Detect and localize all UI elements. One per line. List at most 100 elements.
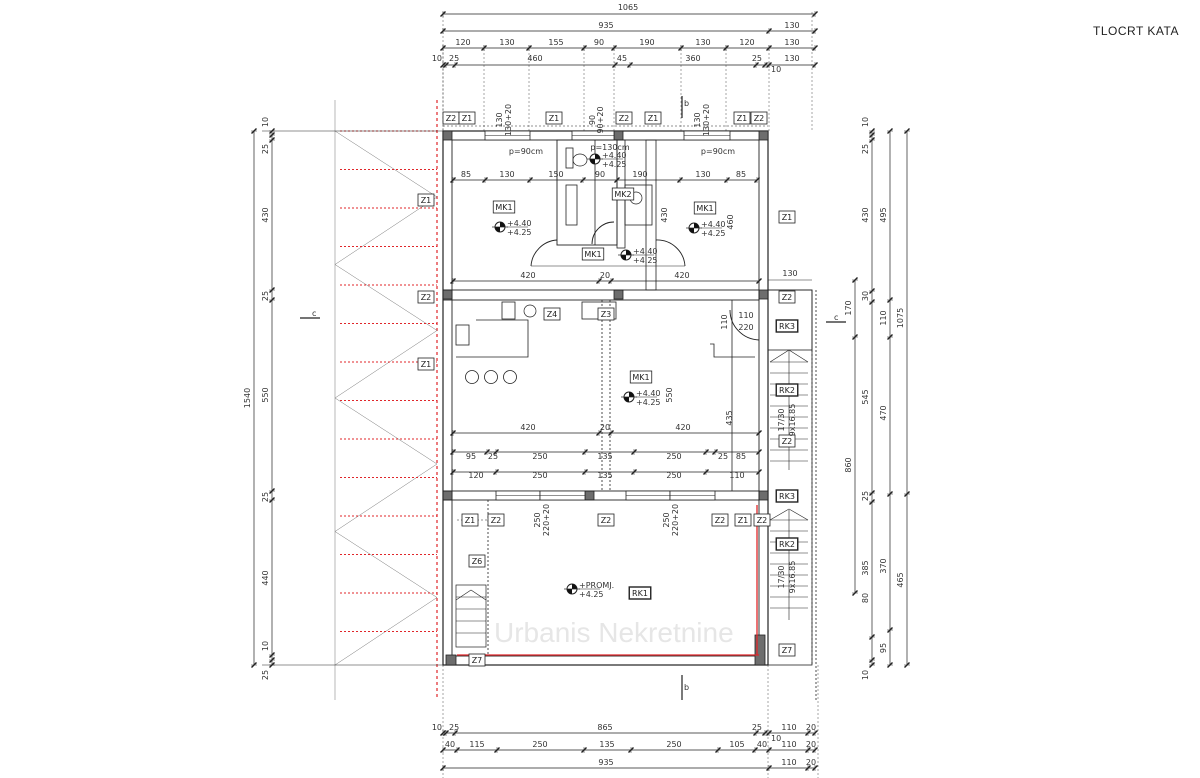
dimension-label: 860 <box>844 457 853 472</box>
stair-annex <box>767 289 813 666</box>
room-tag: Z7 <box>782 646 793 655</box>
watermark: Urbanis Nekretnine <box>494 617 734 648</box>
dimension-label: 190 <box>639 38 654 47</box>
dimension-label: 250 <box>666 471 681 480</box>
elevation-top-label: +4.40 <box>507 219 532 228</box>
dimension-label: 10 <box>261 117 270 127</box>
dimension-label: 130 <box>784 21 799 30</box>
room-tag-box <box>778 643 796 657</box>
room-tag: MK1 <box>495 203 512 212</box>
door-swing <box>591 221 615 245</box>
dimension-label: 25 <box>861 144 870 154</box>
room-tag: RK1 <box>632 589 648 598</box>
room-tag: Z1 <box>465 516 476 525</box>
room-tag-box <box>778 434 796 448</box>
dimension-label: 430 <box>261 207 270 222</box>
room-tag: Z2 <box>619 114 630 123</box>
dimension-label: 865 <box>597 723 612 732</box>
dimension-label: 385 <box>861 560 870 575</box>
dimension-label: 1065 <box>618 3 638 12</box>
window-label: 90+20 <box>596 106 605 133</box>
window-label: 250 <box>662 512 671 527</box>
wall-mid-upper <box>442 289 760 301</box>
dimension-label: 25 <box>261 670 270 680</box>
dimension-label: 25 <box>261 144 270 154</box>
terrace-hatch <box>334 531 438 598</box>
dimension-label: 170 <box>844 300 853 315</box>
section-mark-label: c <box>312 309 316 318</box>
section-mark-label: b <box>684 99 689 108</box>
dimension-label: 420 <box>520 423 535 432</box>
kitchen-sink <box>501 301 516 320</box>
dimension-label: 130 <box>695 170 710 179</box>
dimension-label: 935 <box>598 758 613 767</box>
dimension-label: 430 <box>861 207 870 222</box>
room-tag-box <box>693 201 717 215</box>
stair-arrow <box>470 589 487 601</box>
terrace-hatch <box>334 463 438 532</box>
dimension-label: 105 <box>729 740 744 749</box>
room-tag: RK3 <box>779 322 795 331</box>
dimension-label: 120 <box>455 38 470 47</box>
room-tag: Z1 <box>421 360 432 369</box>
room-tag-box <box>543 307 561 321</box>
wardrobe <box>710 343 755 358</box>
column <box>442 130 453 141</box>
drawing-title: TLOCRT KATA <box>1093 24 1179 38</box>
parapet-height-label: p=90cm <box>509 147 543 156</box>
dimension-label: 110 <box>720 314 729 329</box>
dimension-label: 30 <box>861 291 870 301</box>
dimension-label: 10 <box>432 723 442 732</box>
kitchen-counter <box>456 319 529 358</box>
dimension-label: 130 <box>782 269 797 278</box>
elevation-bottom-label: +4.25 <box>507 228 532 237</box>
room-tag: Z2 <box>782 437 793 446</box>
room-tag: Z1 <box>462 114 473 123</box>
room-tag: RK2 <box>779 386 795 395</box>
room-tag: MK2 <box>614 190 631 199</box>
dimension-label: 25 <box>752 723 762 732</box>
room-tag: Z2 <box>715 516 726 525</box>
dimension-label: 20 <box>806 723 816 732</box>
room-tag-box <box>775 319 799 333</box>
elevation-top-label: +4.40 <box>633 247 658 256</box>
stair-down <box>455 584 487 648</box>
dimension-label: 40 <box>445 740 455 749</box>
elevation-bottom-label: +4.25 <box>701 229 726 238</box>
room-tag-box <box>778 210 796 224</box>
dimension-label: 85 <box>736 452 746 461</box>
room-tag-box <box>417 357 435 371</box>
dimension-label: 550 <box>261 387 270 402</box>
dimension-label: 250 <box>532 740 547 749</box>
window-label: 130+20 <box>504 104 513 136</box>
column <box>758 289 769 300</box>
dimension-label: 250 <box>532 452 547 461</box>
dimension-label: 130 <box>784 38 799 47</box>
dimension-label: 95 <box>879 643 888 653</box>
room-tag-box <box>581 247 605 261</box>
elevation-top-label: +4.40 <box>636 389 661 398</box>
dimension-label: 190 <box>632 170 647 179</box>
window-label: 130 <box>495 112 504 127</box>
section-mark-label: c <box>834 313 838 322</box>
room-tag-box <box>468 554 486 568</box>
dimension-label: 130 <box>499 170 514 179</box>
room-tag-box <box>775 383 799 397</box>
room-tag-box <box>611 187 635 201</box>
dimension-label: 90 <box>594 38 604 47</box>
dimension-label: 110 <box>781 758 796 767</box>
window-label: 250 <box>533 512 542 527</box>
dimension-label: 460 <box>726 214 735 229</box>
column <box>754 634 766 666</box>
room-tag: MK1 <box>584 250 601 259</box>
kitchen-appliance <box>523 304 537 318</box>
room-tag-box <box>733 111 751 125</box>
room-tag: Z2 <box>491 516 502 525</box>
room-tag: Z1 <box>737 114 748 123</box>
dimension-label: 80 <box>861 593 870 603</box>
stair-label: 9x16.85 <box>788 404 797 437</box>
parapet-height-label: p=130cm <box>590 143 629 152</box>
plan-geometry <box>251 11 910 778</box>
dimension-label: 130 <box>784 54 799 63</box>
room-tag-box <box>775 489 799 503</box>
